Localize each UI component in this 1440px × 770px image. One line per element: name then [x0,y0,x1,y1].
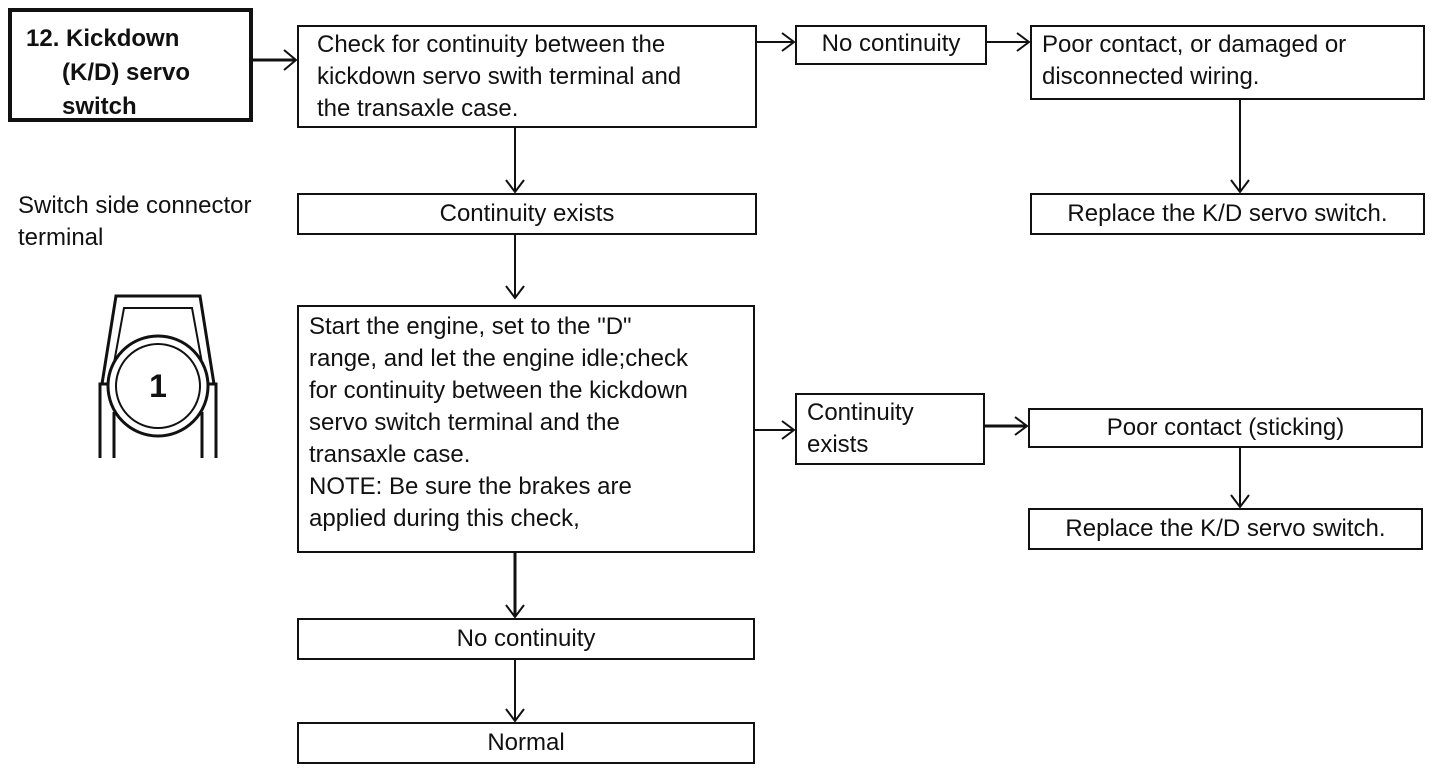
connector-terminal-number: 1 [149,368,167,404]
check2-line-7: applied during this check, [309,505,580,532]
title-line-2: (K/D) servo [62,59,191,86]
arrow-sticking-to-replace-2 [1230,448,1250,509]
no-continuity-label-2: No continuity [456,625,596,652]
arrow-engine-check-to-no-continuity-2 [505,553,525,619]
check2-line-4: servo switch terminal and the [309,409,620,436]
no-continuity-label-1: No continuity [821,30,961,57]
poor-contact-sticking-label: Poor contact (sticking) [1106,414,1345,441]
check1-line-2: kickdown servo swith terminal and [317,63,682,90]
arrow-continuity-exists-2-to-sticking [985,416,1029,436]
check-continuity-box: Check for continuity between the kickdow… [297,25,757,128]
arrow-poor-contact-to-replace-1 [1230,100,1250,194]
poor-contact-line-2: disconnected wiring. [1042,63,1260,90]
arrow-continuity-exists-to-engine-check [505,235,525,300]
no-continuity-box-1: No continuity [795,25,987,65]
continuity-exists-2-line-2: exists [807,431,869,458]
check1-line-1: Check for continuity between the [317,31,666,58]
continuity-exists-label-1: Continuity exists [439,200,615,227]
replace-label-2: Replace the K/D servo switch. [1065,515,1386,542]
arrow-no-continuity-to-poor-contact [987,32,1031,52]
check2-line-2: range, and let the engine idle;check [309,345,688,372]
connector-label: Switch side connector terminal [18,190,251,254]
arrow-title-to-check [253,49,298,71]
normal-label: Normal [487,729,565,756]
continuity-exists-box-2: Continuity exists [795,393,985,465]
arrow-no-continuity-2-to-normal [505,660,525,723]
check2-line-6: NOTE: Be sure the brakes are [309,473,632,500]
connector-label-line-2: terminal [18,224,104,251]
replace-switch-box-2: Replace the K/D servo switch. [1028,508,1423,550]
poor-contact-sticking-box: Poor contact (sticking) [1028,408,1423,448]
check2-line-1: Start the engine, set to the "D" [309,313,632,340]
replace-label-1: Replace the K/D servo switch. [1067,200,1388,227]
connector-label-line-1: Switch side connector [18,192,252,219]
no-continuity-box-2: No continuity [297,618,755,660]
continuity-exists-2-line-1: Continuity [807,399,914,426]
continuity-exists-box-1: Continuity exists [297,193,757,235]
title-box: 12. Kickdown (K/D) servo switch [8,8,253,122]
title-line-3: switch [62,93,137,120]
normal-box: Normal [297,722,755,764]
check2-line-3: for continuity between the kickdown [309,377,688,404]
check2-line-5: transaxle case. [309,441,471,468]
connector-terminal-drawing: 1 [98,294,218,458]
title-line-1: 12. Kickdown [26,25,180,52]
arrow-engine-check-to-continuity-exists-2 [755,420,796,440]
replace-switch-box-1: Replace the K/D servo switch. [1030,193,1425,235]
engine-idle-check-box: Start the engine, set to the "D" range, … [297,305,755,553]
check1-line-3: the transaxle case. [317,95,519,122]
poor-contact-line-1: Poor contact, or damaged or [1042,31,1347,58]
poor-contact-wiring-box: Poor contact, or damaged or disconnected… [1030,25,1425,100]
arrow-check-to-no-continuity [757,32,796,52]
arrow-check-to-continuity-exists [505,128,525,194]
